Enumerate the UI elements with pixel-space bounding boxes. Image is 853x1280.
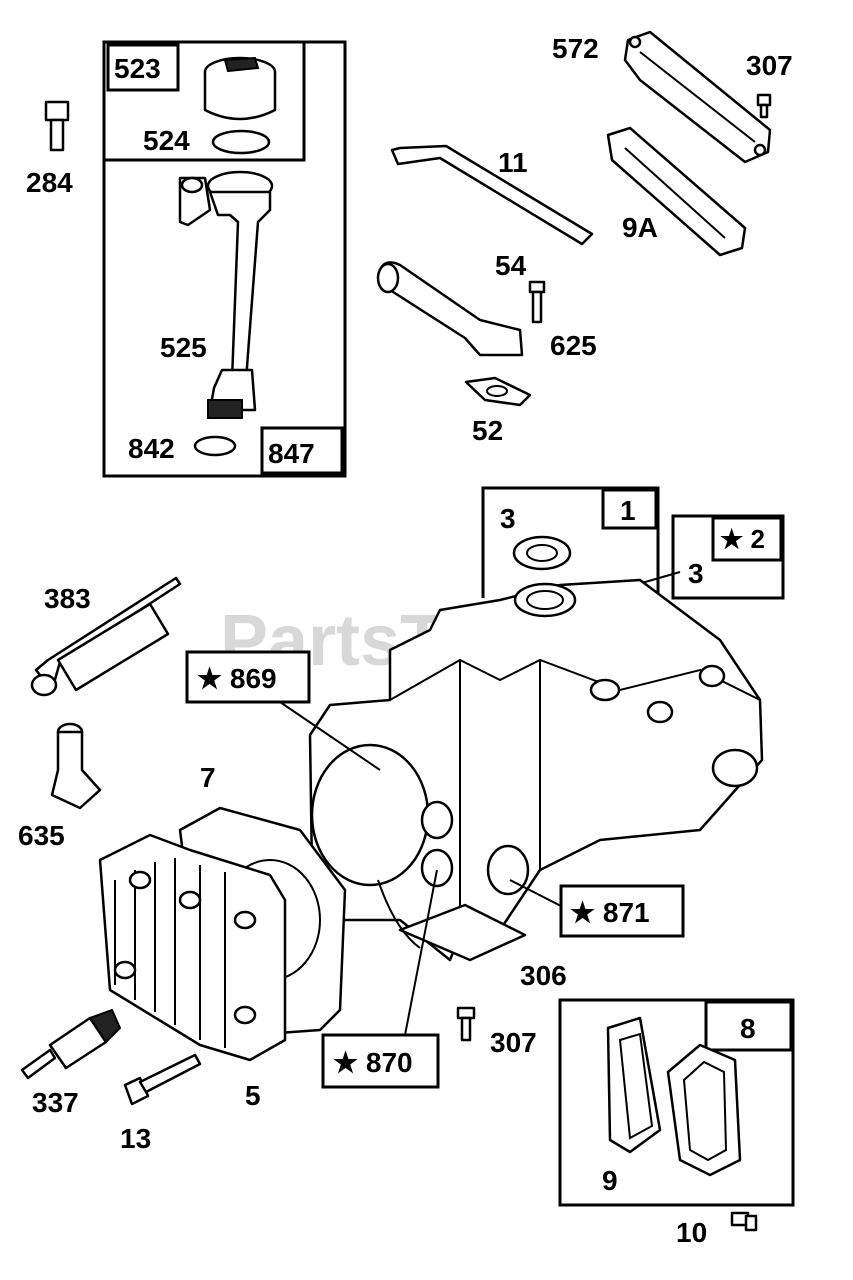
part-label-572: 572: [552, 33, 599, 64]
elbow-635-part: [50, 722, 102, 810]
oring-524-part: [211, 129, 271, 155]
gasket-52-part: [464, 376, 532, 407]
part-label-524: 524: [143, 125, 190, 156]
part-label-625: 625: [550, 330, 597, 361]
label-box-1: [601, 488, 658, 530]
tube-383-part: [30, 576, 182, 697]
cover-10-part: [666, 1043, 742, 1177]
dipstick-kit-group: 523 847 524 525 842: [102, 40, 347, 478]
kit-2-frame: [671, 514, 785, 600]
dipstick-tube-525-part: [178, 170, 274, 419]
part-label-871: ★ 871: [570, 897, 650, 928]
part-label-13: 13: [120, 1123, 151, 1154]
label-box-871: [559, 884, 685, 938]
part-label-7: 7: [200, 762, 216, 793]
part-label-307-top: 307: [746, 50, 793, 81]
part-label-8: 8: [740, 1013, 756, 1044]
part-label-2: ★ 2: [720, 524, 765, 554]
screw-10-part: [730, 1211, 758, 1232]
part-label-306: 306: [520, 960, 567, 991]
part-label-9: 9: [602, 1165, 618, 1196]
tube-11-part: [390, 144, 594, 246]
kit-523-frame: [102, 40, 306, 162]
bolt-13-part: [123, 1053, 202, 1106]
bolt-284-part: [44, 100, 70, 152]
leader-870: [404, 869, 438, 1036]
part-label-869: ★ 869: [197, 663, 277, 694]
label-box-869: [185, 650, 311, 704]
screw-307-bottom-part: [456, 1006, 476, 1042]
part-label-9a: 9A: [622, 212, 658, 243]
label-box-2: [711, 516, 783, 562]
part-label-3-kit2: 3: [688, 558, 704, 589]
screw-307-top-part: [756, 93, 772, 119]
breather-cover-572-part: [623, 30, 772, 164]
label-box-870: [321, 1033, 440, 1089]
label-box-8: [704, 1000, 793, 1052]
kit-1-frame: [481, 486, 660, 598]
oring-842-part: [193, 435, 237, 457]
part-label-635: 635: [18, 820, 65, 851]
part-label-870: ★ 870: [333, 1047, 413, 1078]
part-label-10: 10: [676, 1217, 707, 1248]
cylinder-head-5-part: [98, 833, 287, 1062]
part-label-842: 842: [128, 433, 175, 464]
part-label-523: 523: [114, 53, 161, 84]
label-box-523: [106, 43, 180, 92]
screw-54-part: [528, 280, 546, 324]
breather-tube-625-part: [376, 261, 524, 357]
part-label-383: 383: [44, 583, 91, 614]
part-label-1: 1: [620, 495, 636, 526]
part-label-11: 11: [498, 147, 528, 178]
seal-3-part: [512, 535, 572, 571]
label-box-847: [260, 426, 344, 475]
spark-plug-337-part: [20, 1008, 122, 1080]
part-label-307-bottom: 307: [490, 1027, 537, 1058]
part-label-847: 847: [268, 438, 315, 469]
leader-869: [279, 701, 381, 771]
dipstick-cap-part: [203, 56, 277, 121]
part-label-54: 54: [495, 250, 527, 281]
cover-kit-group: 8 9: [558, 998, 795, 1207]
part-label-3-top: 3: [500, 503, 516, 534]
kit-8-frame: [558, 998, 795, 1207]
part-label-284: 284: [26, 167, 73, 198]
part-label-337: 337: [32, 1087, 79, 1118]
breather-gasket-9a-part: [606, 126, 747, 257]
part-label-52: 52: [472, 415, 503, 446]
part-label-525: 525: [160, 332, 207, 363]
leader-871: [509, 879, 562, 907]
gasket-9-part: [606, 1016, 662, 1154]
part-label-5: 5: [245, 1080, 261, 1111]
cylinder-block-part: [308, 578, 764, 962]
